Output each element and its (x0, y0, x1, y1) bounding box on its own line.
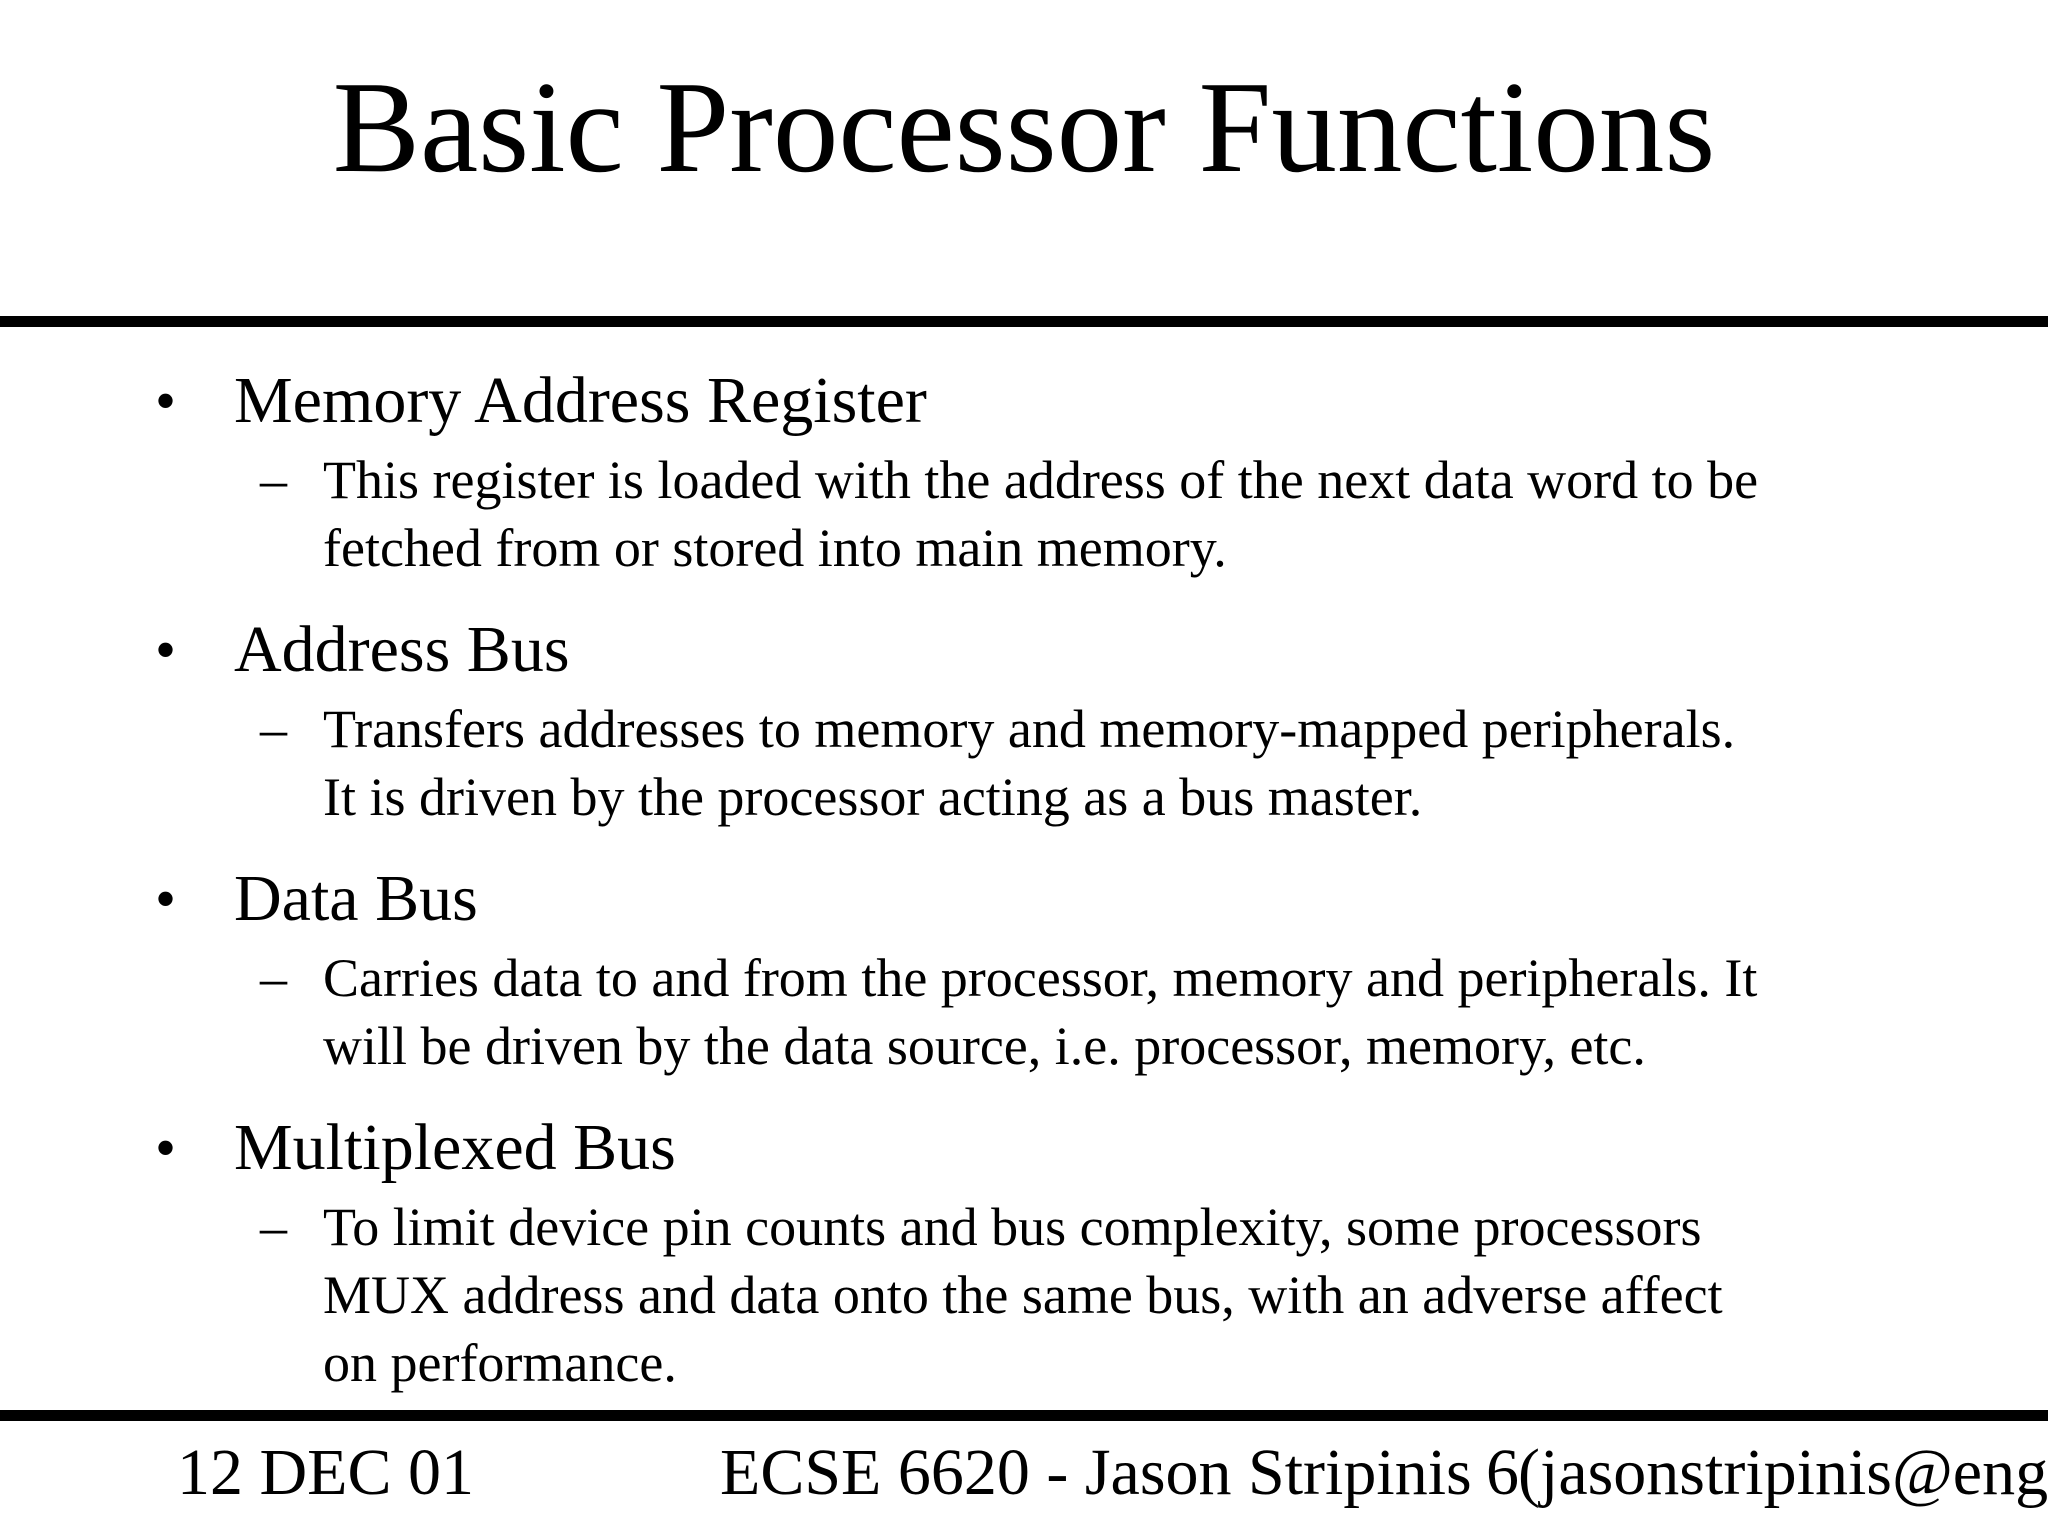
dash-marker: – (260, 1197, 287, 1257)
bottom-divider (0, 1410, 2048, 1421)
dash-marker: – (260, 948, 287, 1008)
dash-marker: – (260, 699, 287, 759)
bullet-heading: Multiplexed Bus (234, 1111, 676, 1184)
sub-bullet-line: fetched from or stored into main memory. (323, 518, 1227, 578)
footer-course: ECSE 6620 - Jason Stripinis (720, 1436, 1472, 1509)
bullet-list: • Memory Address Register – This registe… (155, 364, 1883, 1397)
sub-bullet-line: Transfers addresses to memory and memory… (323, 699, 1736, 759)
sub-bullet-line: Carries data to and from the processor, … (323, 948, 1758, 1008)
sub-bullet-text: To limit device pin counts and bus compl… (323, 1193, 1883, 1397)
bullet-marker: • (155, 866, 177, 932)
sub-bullet-line: To limit device pin counts and bus compl… (323, 1197, 1702, 1257)
sub-bullet-text: This register is loaded with the address… (323, 446, 1883, 582)
bullet-heading: Memory Address Register (234, 364, 927, 437)
sub-bullet-text: Transfers addresses to memory and memory… (323, 695, 1883, 831)
top-divider (0, 316, 2048, 327)
bullet-heading: Address Bus (234, 613, 570, 686)
sub-bullet-text: Carries data to and from the processor, … (323, 944, 1883, 1080)
footer-page-number: 6 (1486, 1436, 1519, 1509)
bullet-marker: • (155, 617, 177, 683)
slide-title: Basic Processor Functions (332, 55, 1716, 200)
sub-bullet-line: This register is loaded with the address… (323, 450, 1759, 510)
footer-date: 12 DEC 01 (177, 1436, 474, 1509)
sub-bullet-line: It is driven by the processor acting as … (323, 767, 1423, 827)
bullet-marker: • (155, 1115, 177, 1181)
sub-bullet-line: will be driven by the data source, i.e. … (323, 1016, 1646, 1076)
bullet-heading: Data Bus (234, 862, 478, 935)
dash-marker: – (260, 450, 287, 510)
sub-bullet-line: MUX address and data onto the same bus, … (323, 1265, 1723, 1325)
bullet-marker: • (155, 368, 177, 434)
footer-email: (jasonstripinis@eng (1518, 1436, 2048, 1509)
sub-bullet-line: on performance. (323, 1333, 677, 1393)
